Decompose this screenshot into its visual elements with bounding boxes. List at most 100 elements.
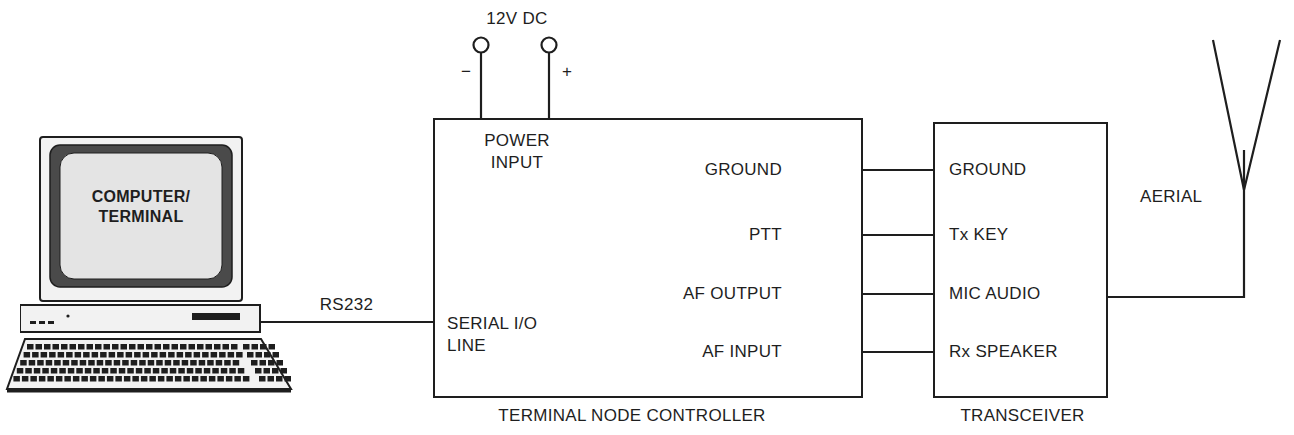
key	[127, 368, 134, 374]
key	[190, 360, 197, 366]
key	[151, 352, 158, 358]
key	[81, 376, 88, 382]
key	[173, 360, 180, 366]
key	[158, 376, 165, 382]
key	[207, 360, 214, 366]
key	[29, 360, 36, 366]
key	[95, 344, 102, 350]
key	[183, 376, 190, 382]
key	[73, 376, 80, 382]
key	[30, 376, 37, 382]
key	[66, 352, 73, 358]
monitor-case	[40, 137, 242, 301]
key	[194, 352, 201, 358]
key	[68, 368, 75, 374]
key	[115, 376, 122, 382]
unit-button	[39, 321, 45, 324]
port-label: GROUND	[949, 159, 1107, 181]
key	[224, 360, 231, 366]
keyboard-edge	[7, 390, 291, 393]
key	[166, 376, 173, 382]
key	[22, 376, 29, 382]
key	[53, 344, 60, 350]
key	[42, 368, 49, 374]
key	[192, 376, 199, 382]
key	[70, 344, 77, 350]
transceiver-box: TRANSCEIVERGROUNDTx KEYMIC AUDIORx SPEAK…	[933, 122, 1108, 398]
key	[109, 352, 116, 358]
key	[200, 376, 207, 382]
key	[121, 344, 128, 350]
connector	[863, 294, 933, 295]
computer-terminal: COMPUTER/ TERMINAL	[20, 135, 262, 333]
key	[59, 368, 66, 374]
key	[36, 344, 43, 350]
port-label: MIC AUDIO	[949, 283, 1107, 305]
key	[122, 360, 129, 366]
key	[149, 376, 156, 382]
key	[153, 368, 160, 374]
key	[139, 360, 146, 366]
power-wire	[480, 53, 482, 119]
monitor-bezel	[50, 145, 232, 287]
key	[46, 360, 53, 366]
keyboard-illustration	[3, 335, 297, 405]
key	[243, 344, 250, 350]
key	[61, 344, 68, 350]
key	[221, 368, 228, 374]
key	[124, 376, 130, 382]
key	[156, 360, 163, 366]
key	[187, 368, 194, 374]
aerial-symbol	[1108, 40, 1280, 297]
connector	[260, 322, 433, 323]
key	[212, 368, 219, 374]
key	[255, 368, 262, 374]
key	[144, 368, 151, 374]
key	[41, 352, 48, 358]
key	[85, 368, 92, 374]
key	[132, 376, 139, 382]
power-terminals	[474, 38, 557, 120]
key	[285, 376, 292, 382]
key	[231, 344, 238, 350]
key	[64, 376, 71, 382]
key	[199, 360, 206, 366]
key	[112, 344, 119, 350]
key	[126, 352, 133, 358]
port-label: POWER INPUT	[471, 130, 563, 174]
key	[51, 368, 58, 374]
unit-button	[48, 321, 54, 324]
key	[223, 344, 230, 350]
key	[259, 376, 266, 382]
key	[87, 344, 94, 350]
key	[58, 352, 65, 358]
key	[134, 352, 141, 358]
connector-line	[863, 293, 933, 295]
key	[146, 344, 153, 350]
key	[114, 360, 121, 366]
port-label: AF INPUT	[632, 341, 782, 363]
box-heading: TERMINAL NODE CONTROLLER	[412, 405, 852, 427]
key	[238, 368, 245, 374]
key	[202, 352, 209, 358]
aerial-label: AERIAL	[1140, 186, 1202, 208]
key	[178, 368, 185, 374]
key	[39, 376, 46, 382]
power-wire	[548, 53, 550, 119]
aerial-arms	[1213, 40, 1280, 190]
key	[251, 360, 258, 366]
key	[49, 352, 56, 358]
terminal-post	[542, 38, 557, 53]
key	[264, 352, 271, 358]
voltage-label: 12V DC	[486, 8, 547, 30]
key	[256, 352, 263, 358]
key	[216, 360, 223, 366]
connector-line	[863, 351, 933, 353]
key	[175, 376, 182, 382]
key	[90, 376, 97, 382]
connector	[863, 235, 933, 236]
key	[260, 360, 267, 366]
key	[54, 360, 61, 366]
key	[24, 352, 31, 358]
